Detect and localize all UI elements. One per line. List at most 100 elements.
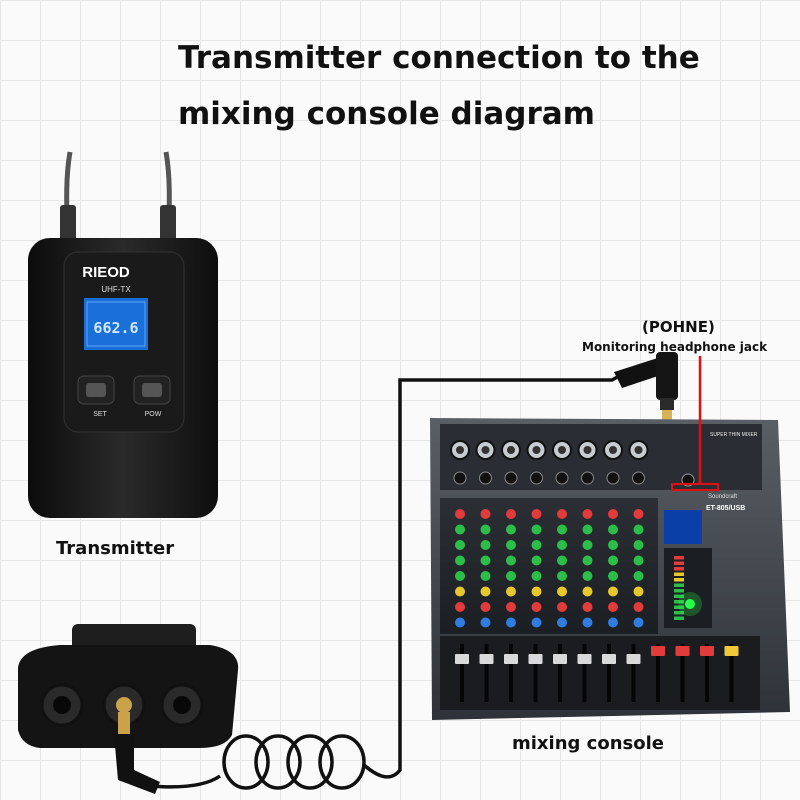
meter-segment [674, 561, 684, 565]
fader-cap [626, 654, 641, 664]
pow-label: POW [145, 411, 162, 418]
channel-knob [608, 602, 618, 612]
channel-knob [608, 540, 618, 550]
fader-slot [607, 644, 611, 702]
channel-knob [531, 555, 542, 566]
channel-knob [455, 524, 465, 535]
console-label: mixing console [512, 733, 664, 754]
headphone-jack-label: Monitoring headphone jack [582, 340, 768, 354]
channel-knob [633, 540, 644, 550]
meter-segment [674, 594, 684, 598]
transmitter-label: Transmitter [56, 538, 175, 559]
channel-knob [480, 586, 491, 597]
channel-knob [608, 571, 618, 581]
meter-segment [674, 600, 684, 604]
fader-cap [504, 654, 518, 664]
channel-knob [506, 602, 516, 612]
jack-input [606, 471, 620, 485]
meter-segment [674, 616, 684, 620]
fader-cap [528, 654, 543, 664]
channel-knob [582, 555, 593, 566]
level-meter [674, 556, 684, 620]
channel-knob [557, 586, 567, 597]
channel-knob [633, 617, 644, 628]
mixer-display [664, 510, 702, 544]
channel-knob [582, 509, 593, 519]
channel-knob [506, 571, 516, 581]
channel-knob [633, 586, 644, 597]
channel-knob [633, 509, 644, 519]
channel-knob [531, 602, 542, 612]
channel-knob [557, 617, 567, 628]
channel-knob [557, 571, 567, 581]
channel-knob [582, 602, 593, 612]
fader-slot [680, 644, 685, 702]
fader-cap [724, 646, 739, 656]
channel-knob [608, 509, 618, 519]
channel-knob [506, 540, 516, 550]
channel-knob [582, 586, 593, 597]
channel-knob [506, 524, 516, 535]
channel-knob [608, 555, 618, 566]
channel-knob [557, 524, 567, 535]
channel-knob [506, 586, 516, 597]
channel-knob [531, 586, 542, 597]
transmitter-bottom-view [18, 624, 239, 794]
channel-knob [557, 555, 567, 566]
mixing-console: Soundcraft ET-805/USB SUPER THIN MIXER [430, 418, 790, 720]
set-label: SET [93, 411, 107, 418]
fader-slot [729, 644, 734, 702]
channel-knob [582, 540, 593, 550]
master-section [664, 548, 712, 628]
channel-knob [633, 571, 644, 581]
jack-input [504, 471, 518, 485]
xlr-inputs [450, 440, 649, 460]
channel-knob [455, 586, 465, 597]
channel-knob [480, 617, 491, 628]
fader-slot [631, 644, 636, 702]
channel-knob [633, 602, 644, 612]
jack-input [479, 471, 492, 485]
meter-segment [674, 611, 684, 615]
channel-knob [582, 571, 593, 581]
meter-segment [674, 589, 684, 593]
channel-knob [557, 602, 567, 612]
channel-knob [455, 571, 465, 581]
channel-knob [531, 617, 542, 628]
channel-knobs [455, 509, 644, 628]
jack-input [632, 471, 645, 485]
jack-input [555, 471, 569, 485]
channel-knob [531, 571, 542, 581]
fader-slot [484, 644, 489, 702]
meter-segment [674, 567, 684, 571]
mixer-subtitle: SUPER THIN MIXER [710, 432, 758, 438]
fader-cap [675, 646, 690, 656]
audio-cable [149, 368, 631, 790]
channel-strip-area [440, 498, 658, 634]
jack-input [581, 471, 594, 485]
fader-slot [558, 644, 562, 702]
mixer-brand: Soundcraft [708, 494, 737, 500]
phone-label: (POHNE) [642, 318, 715, 336]
input-panel [440, 424, 762, 490]
channel-knob [480, 540, 491, 550]
channel-knob [531, 509, 542, 519]
angled-plug [114, 734, 160, 794]
fader-cap [553, 654, 567, 664]
fader-cap [479, 654, 494, 664]
channel-knob [531, 524, 542, 535]
diagram-title: Transmitter connection to the mixing con… [178, 30, 778, 142]
channel-knob [455, 617, 465, 628]
channel-knob [506, 617, 516, 628]
brand-label: RIEOD [82, 264, 130, 281]
meter-segment [674, 605, 684, 609]
channel-knob [557, 509, 567, 519]
mixer-model: ET-805/USB [706, 505, 745, 512]
channel-knob [608, 524, 618, 535]
channel-knob [455, 602, 465, 612]
channel-knob [455, 509, 465, 519]
jack-inputs [453, 471, 645, 485]
channel-knob [506, 509, 516, 519]
channel-knob [608, 617, 618, 628]
